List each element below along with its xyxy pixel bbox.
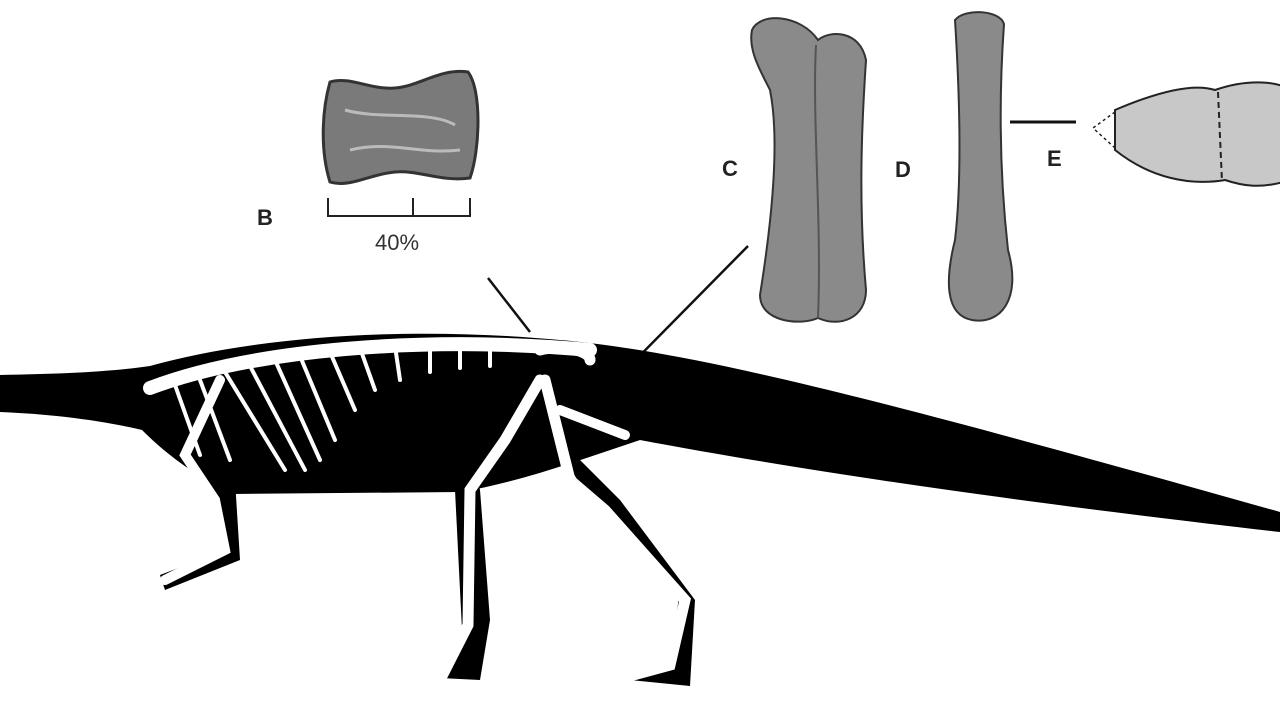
panel-label-e: E [1047, 146, 1062, 171]
specimen-e-diagram [1114, 81, 1280, 187]
specimen-d-bone [947, 11, 1014, 322]
scale-bar-label: 40% [375, 230, 420, 255]
panel-label-d: D [895, 157, 911, 182]
specimen-b-vertebra [321, 69, 480, 185]
specimen-c-bone [750, 17, 868, 323]
panel-label-c: C [722, 156, 738, 181]
animal-silhouette [0, 333, 1280, 532]
panel-label-b: B [257, 205, 273, 230]
scale-bar [327, 198, 471, 217]
skeleton [113, 337, 691, 690]
